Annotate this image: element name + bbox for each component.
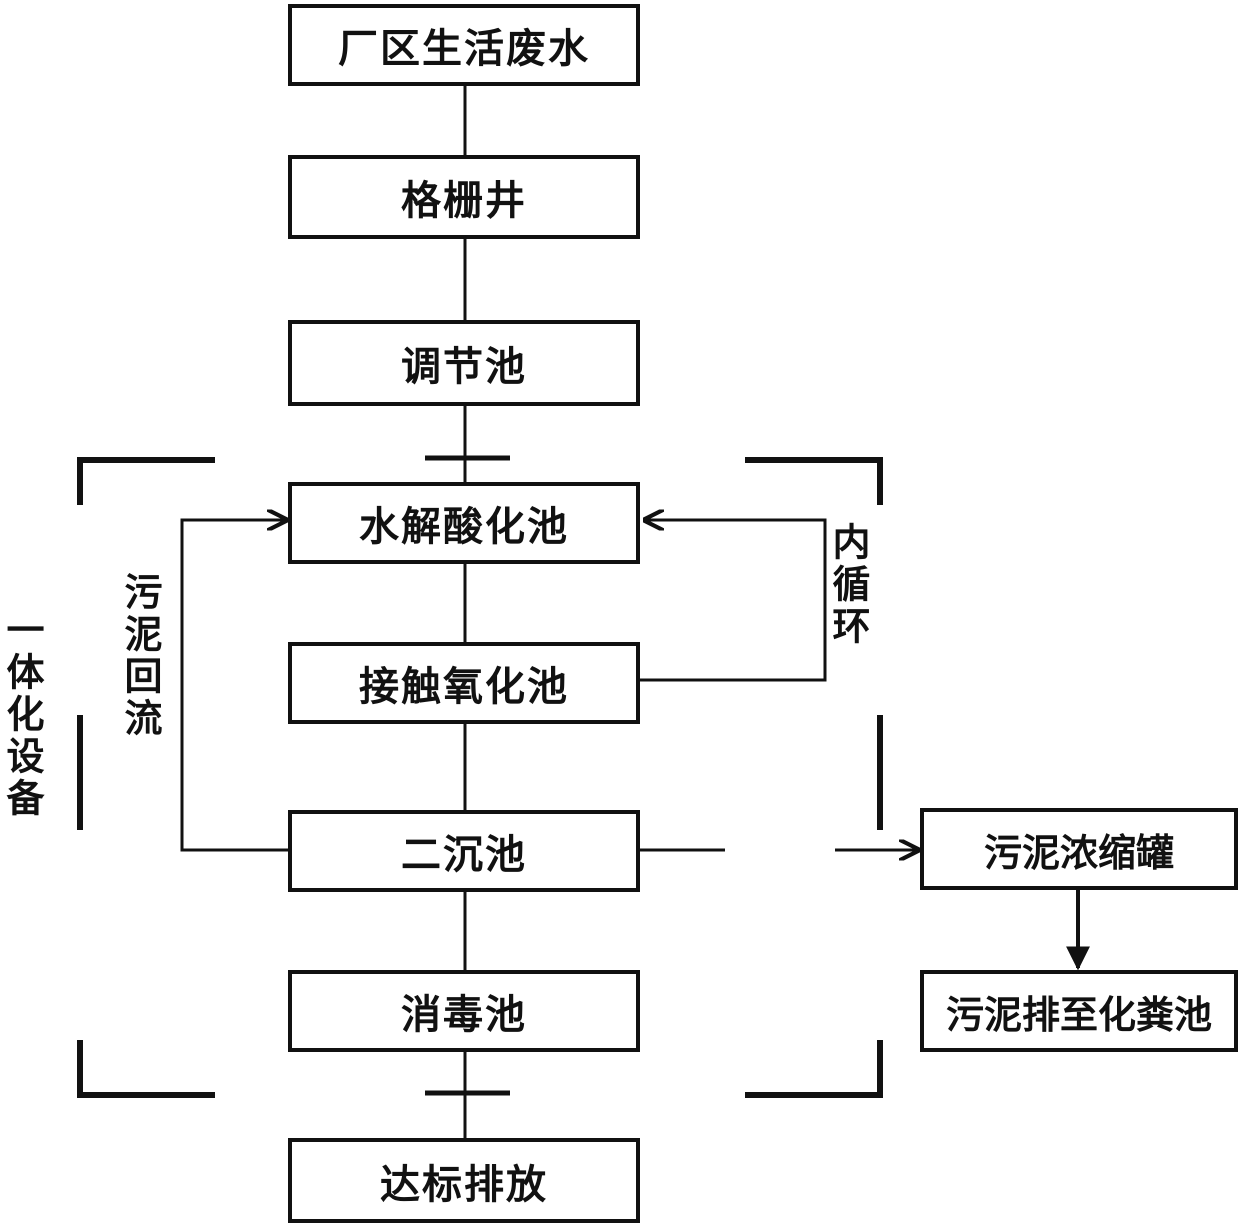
label-integrated-equipment: 一体化设备 — [0, 610, 44, 820]
node-sludge-to-septic: 污泥排至化粪池 — [920, 970, 1238, 1052]
node-wastewater: 厂区生活废水 — [288, 4, 640, 86]
label-sludge-return: 污泥回流 — [118, 572, 162, 740]
node-discharge: 达标排放 — [288, 1138, 640, 1223]
integrated-equipment-boundary — [77, 457, 883, 1098]
internal-circulation-line — [640, 520, 827, 682]
sludge-return-line — [180, 520, 290, 852]
node-hydrolysis-tank: 水解酸化池 — [288, 482, 640, 564]
node-regulating-tank: 调节池 — [288, 320, 640, 406]
node-contact-oxidation-tank: 接触氧化池 — [288, 642, 640, 724]
node-grating-well: 格栅井 — [288, 155, 640, 239]
node-secondary-clarifier: 二沉池 — [288, 810, 640, 892]
node-disinfection-tank: 消毒池 — [288, 970, 640, 1052]
node-sludge-thickener: 污泥浓缩罐 — [920, 808, 1238, 890]
label-internal-circulation: 内循环 — [826, 522, 870, 648]
